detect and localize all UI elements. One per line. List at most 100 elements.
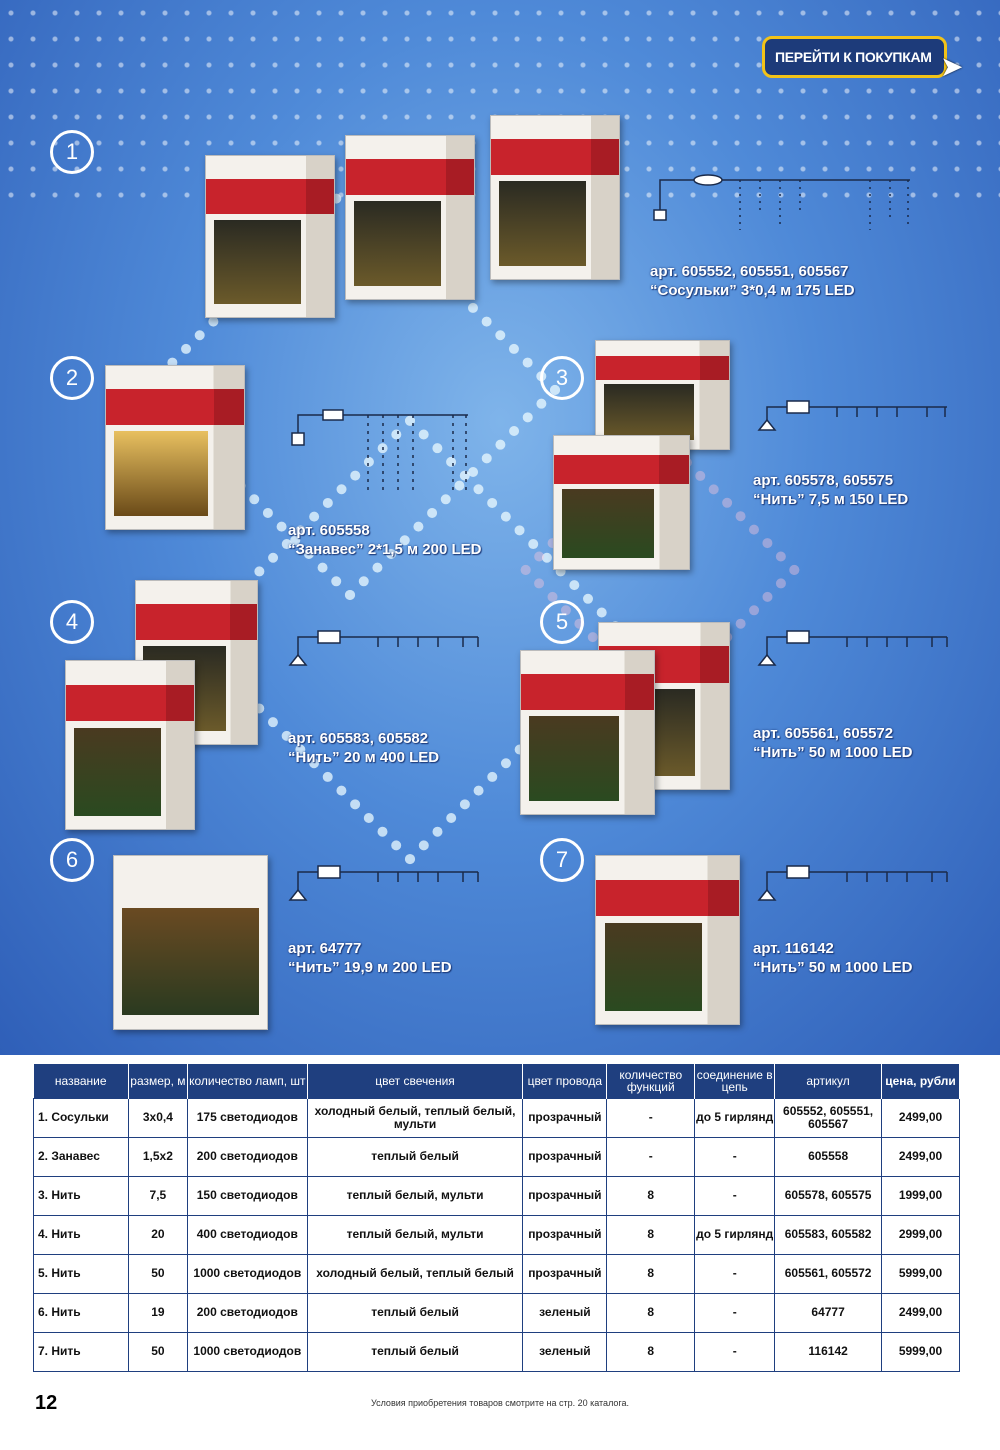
product-caption: арт. 605552, 605551, 605567 “Сосульки” 3*…: [650, 262, 855, 300]
product-caption: арт. 64777 “Нить” 19,9 м 200 LED: [288, 939, 452, 977]
string-wiring-diagram: [757, 865, 948, 901]
product-box-image: [520, 650, 655, 815]
table-cell: 50: [127, 1253, 188, 1294]
column-header: количество функций: [606, 1064, 696, 1098]
article: арт. 64777: [288, 940, 362, 957]
table-cell: теплый белый, мульти: [306, 1175, 524, 1216]
table-cell: прозрачный: [522, 1097, 608, 1138]
article: арт. 605578, 605575: [753, 472, 894, 489]
table-cell: 5999,00: [881, 1331, 960, 1372]
table-cell: зеленый: [522, 1331, 608, 1372]
go-to-shop-label: ПЕРЕЙТИ К ПОКУПКАМ: [775, 49, 932, 65]
cursor-icon: ➤: [940, 51, 964, 82]
description: “Нить” 50 м 1000 LED: [753, 959, 913, 976]
table-cell: 1000 светодиодов: [186, 1253, 308, 1294]
column-header: соединение в цепь: [694, 1064, 776, 1098]
table-cell: -: [694, 1136, 776, 1177]
table-cell: 8: [606, 1214, 696, 1255]
table-cell: 5999,00: [881, 1253, 960, 1294]
description: “Сосульки” 3*0,4 м 175 LED: [650, 282, 855, 299]
table-cell: 1,5x2: [127, 1136, 188, 1177]
table-cell: прозрачный: [522, 1253, 608, 1294]
column-header: цвет провода: [522, 1064, 608, 1098]
table-cell: 6. Нить: [33, 1292, 129, 1333]
description: “Нить” 50 м 1000 LED: [753, 744, 913, 761]
table-cell: 50: [127, 1331, 188, 1372]
table-cell: 8: [606, 1253, 696, 1294]
table-cell: 8: [606, 1331, 696, 1372]
table-cell: -: [694, 1331, 776, 1372]
table-cell: 5. Нить: [33, 1253, 129, 1294]
table-cell: 1000 светодиодов: [186, 1331, 308, 1372]
table-cell: 605578, 605575: [774, 1175, 883, 1216]
table-cell: 3. Нить: [33, 1175, 129, 1216]
table-cell: прозрачный: [522, 1136, 608, 1177]
table-cell: 20: [127, 1214, 188, 1255]
page-number: 12: [35, 1392, 58, 1414]
table-cell: 2999,00: [881, 1214, 960, 1255]
table-cell: теплый белый: [306, 1292, 524, 1333]
table-cell: 400 светодиодов: [186, 1214, 308, 1255]
product-box-image: [65, 660, 195, 830]
table-cell: 605552, 605551, 605567: [774, 1097, 883, 1138]
product-number: 3: [540, 356, 584, 400]
string-wiring-diagram: [288, 630, 479, 666]
table-cell: 2499,00: [881, 1136, 960, 1177]
icicle-wiring-diagram: [653, 174, 910, 230]
product-box-image: [553, 435, 690, 570]
table-cell: -: [694, 1175, 776, 1216]
table-cell: -: [606, 1136, 696, 1177]
string-wiring-diagram: [757, 630, 948, 666]
product-caption: арт. 605583, 605582“Нить” 20 м 400 LED: [288, 729, 439, 767]
table-cell: 2499,00: [881, 1292, 960, 1333]
product-number: 7: [540, 838, 584, 882]
product-caption: арт. 605558“Занавес” 2*1,5 м 200 LED: [288, 521, 481, 559]
table-cell: теплый белый: [306, 1331, 524, 1372]
table-cell: 2499,00: [881, 1097, 960, 1138]
product-box-image: [105, 365, 245, 530]
table-cell: 8: [606, 1292, 696, 1333]
description: “Нить” 20 м 400 LED: [288, 749, 440, 766]
table-cell: 175 светодиодов: [186, 1097, 308, 1138]
product-box-image: [595, 855, 740, 1025]
table-cell: 3x0,4: [127, 1097, 188, 1138]
product-caption: арт. 605578, 605575“Нить” 7,5 м 150 LED: [753, 471, 908, 509]
product-number: 4: [50, 600, 94, 644]
table-cell: 1. Сосульки: [33, 1097, 129, 1138]
column-header: количество ламп, шт: [187, 1064, 308, 1098]
product-caption: арт. 116142“Нить” 50 м 1000 LED: [753, 939, 912, 977]
table-cell: 605561, 605572: [774, 1253, 883, 1294]
article: арт. 605552, 605551, 605567: [650, 263, 849, 280]
column-header: размер, м: [128, 1064, 188, 1098]
table-cell: до 5 гирлянд: [694, 1214, 776, 1255]
column-header: артикул: [774, 1064, 883, 1098]
table-cell: 2. Занавес: [33, 1136, 129, 1177]
table-cell: 19: [127, 1292, 188, 1333]
table-cell: 7,5: [127, 1175, 188, 1216]
table-cell: 116142: [774, 1331, 883, 1372]
table-cell: теплый белый, мульти: [306, 1214, 524, 1255]
table-cell: 7. Нить: [33, 1331, 129, 1372]
product-caption: арт. 605561, 605572 “Нить” 50 м 1000 LED: [753, 724, 912, 762]
table-cell: 64777: [774, 1292, 883, 1333]
column-header: название: [33, 1064, 129, 1098]
description: “Нить” 19,9 м 200 LED: [288, 959, 452, 976]
go-to-shop-button[interactable]: ПЕРЕЙТИ К ПОКУПКАМ: [762, 36, 947, 78]
table-cell: до 5 гирлянд: [694, 1097, 776, 1138]
table-cell: 200 светодиодов: [186, 1292, 308, 1333]
product-number: 6: [50, 838, 94, 882]
product-box-image: [113, 855, 268, 1030]
table-cell: зеленый: [522, 1292, 608, 1333]
table-cell: 605558: [774, 1136, 883, 1177]
curtain-wiring-diagram: [291, 409, 468, 490]
column-header: цена, рубли: [881, 1064, 960, 1098]
table-cell: -: [606, 1097, 696, 1138]
article: арт. 605561, 605572: [753, 725, 894, 742]
footer-note: Условия приобретения товаров смотрите на…: [370, 1398, 630, 1408]
